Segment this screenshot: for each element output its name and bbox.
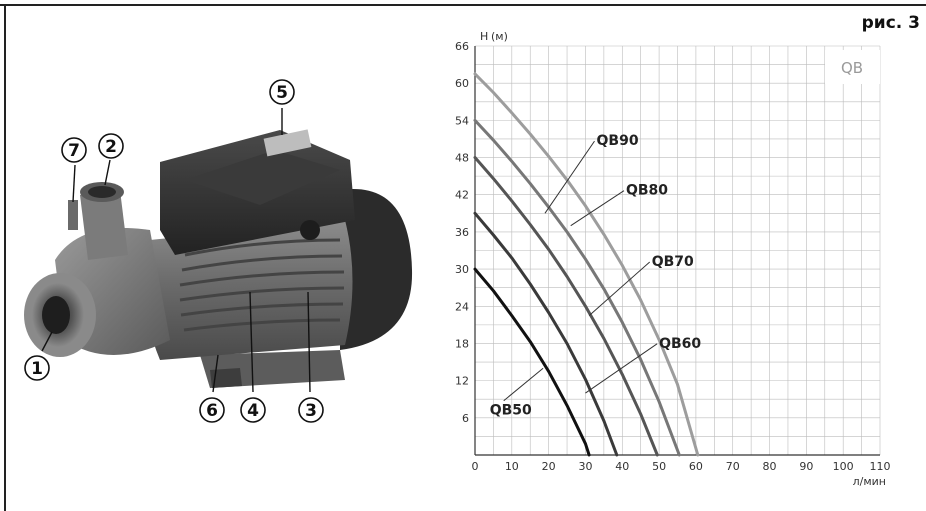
svg-text:6: 6	[206, 401, 218, 421]
y-tick-label: 18	[455, 337, 469, 350]
x-tick-label: 30	[578, 460, 592, 473]
y-tick-label: 30	[455, 263, 469, 276]
series-label-leader	[588, 261, 651, 316]
x-tick-label: 60	[689, 460, 703, 473]
chart-axes	[474, 46, 880, 456]
x-tick-labels: 0 10 20 30 40 50 60 70 80 90 100 110	[472, 460, 891, 473]
callout-lines	[41, 108, 311, 393]
y-tick-label: 42	[455, 189, 469, 202]
y-tick-label: 36	[455, 226, 469, 239]
svg-text:2: 2	[105, 137, 117, 157]
figure-label: рис. 3	[861, 13, 920, 33]
x-tick-label: 40	[615, 460, 629, 473]
y-tick-label: 66	[455, 40, 469, 53]
x-tick-label: 100	[833, 460, 854, 473]
series-labels: QB50 QB60 QB70 QB80 QB90	[490, 133, 702, 419]
x-tick-label: 90	[799, 460, 813, 473]
pump-body	[24, 129, 413, 388]
series-label-qb50: QB50	[490, 403, 532, 419]
callout-3: 3	[298, 397, 324, 423]
y-tick-label: 6	[462, 412, 469, 425]
y-tick-label: 24	[455, 300, 469, 313]
series-line-qb60	[473, 211, 619, 457]
series-line-qb90	[473, 72, 700, 457]
x-axis-label: л/мин	[853, 475, 886, 488]
y-tick-label: 12	[455, 375, 469, 388]
callout-5: 5	[269, 79, 295, 105]
x-tick-label: 50	[652, 460, 666, 473]
callout-7: 7	[61, 137, 87, 163]
qb-tag: QB	[825, 50, 880, 84]
series-line-qb80	[473, 118, 681, 457]
series-line-qb50	[473, 267, 591, 457]
x-tick-label: 80	[763, 460, 777, 473]
series-lines	[473, 72, 700, 457]
series-label-leader	[544, 140, 595, 214]
chart-grid	[474, 45, 881, 456]
y-axis-unit: (м)	[491, 30, 508, 43]
x-tick-label: 70	[726, 460, 740, 473]
x-tick-label: 0	[472, 460, 479, 473]
series-label-leader	[585, 343, 658, 394]
series-label-leader	[503, 367, 544, 402]
series-label-qb90: QB90	[597, 133, 639, 149]
series-line-qb70	[473, 156, 659, 457]
y-axis-label: H	[480, 30, 488, 43]
pump-curve-chart: 0 10 20 30 40 50 60 70 80 90 100 110 6 12 18 24 30 36 42 4…	[455, 30, 891, 488]
callout-1: 1	[24, 355, 50, 381]
svg-text:4: 4	[247, 401, 259, 421]
x-tick-label: 10	[505, 460, 519, 473]
y-tick-labels: 6 12 18 24 30 36 42 48 54 60 66	[455, 40, 469, 425]
svg-text:7: 7	[68, 141, 80, 161]
series-label-qb60: QB60	[659, 336, 701, 352]
svg-text:1: 1	[31, 359, 43, 379]
svg-text:3: 3	[305, 401, 317, 421]
series-label-qb80: QB80	[626, 183, 668, 199]
x-tick-label: 110	[870, 460, 891, 473]
series-label-leader	[570, 190, 625, 227]
y-tick-label: 60	[455, 77, 469, 90]
pump-illustration: 1 2 3 4 5 6 7	[24, 79, 413, 423]
x-tick-label: 20	[542, 460, 556, 473]
series-label-qb70: QB70	[652, 254, 694, 270]
svg-text:QB: QB	[841, 59, 863, 77]
callout-6: 6	[199, 397, 225, 423]
frame-top-border	[0, 4, 926, 6]
frame-left-border	[4, 4, 6, 511]
y-tick-label: 54	[455, 114, 469, 127]
callout-2: 2	[98, 133, 124, 159]
callout-4: 4	[240, 397, 266, 423]
svg-text:5: 5	[276, 83, 288, 103]
y-tick-label: 48	[455, 152, 469, 165]
